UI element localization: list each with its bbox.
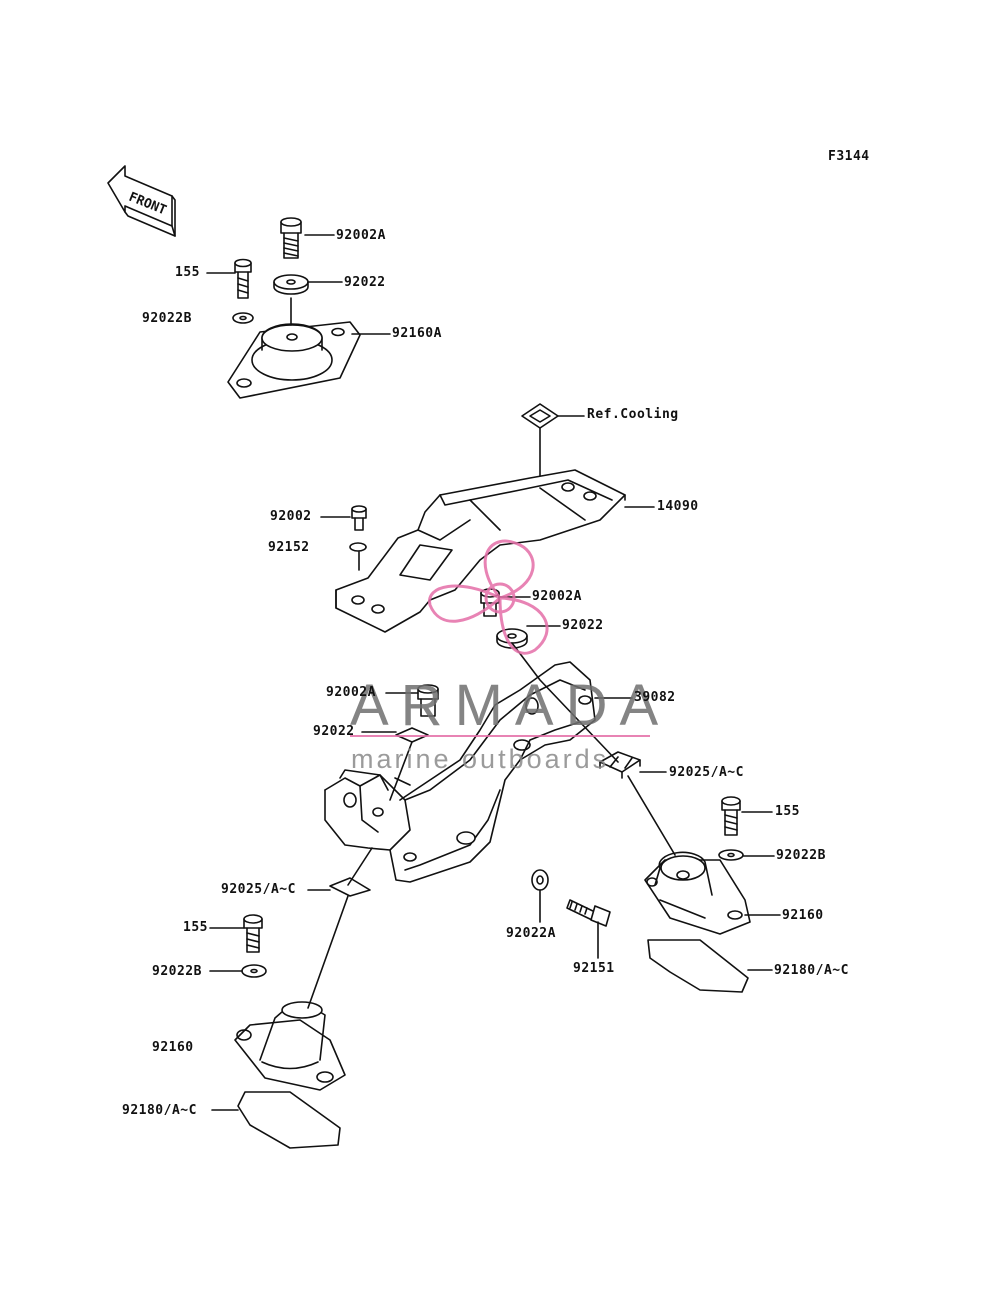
callout-label: 92002A bbox=[532, 589, 582, 604]
shim-92025-left bbox=[329, 877, 371, 897]
callout-label: 92151 bbox=[573, 961, 615, 976]
callout-label: 155 bbox=[183, 920, 208, 935]
front-arrow-icon: FRONT bbox=[107, 165, 176, 237]
callout-label: 92022B bbox=[152, 964, 202, 979]
callout-label: Ref.Cooling bbox=[587, 407, 679, 422]
bolt-155-top bbox=[234, 258, 252, 299]
callout-label: 92022 bbox=[562, 618, 604, 633]
bolt-92151 bbox=[566, 899, 611, 927]
engine-mount-92160-right bbox=[644, 851, 751, 935]
bolt-92002a-top bbox=[280, 217, 302, 259]
callout-label: 92002A bbox=[326, 685, 376, 700]
watermark-subtitle: marine outboards bbox=[351, 744, 610, 774]
washer-92022b-left bbox=[241, 964, 267, 978]
bolt-92002 bbox=[351, 505, 367, 531]
engine-bed-39082 bbox=[324, 661, 596, 883]
callout-label: 92022B bbox=[142, 311, 192, 326]
watermark-title: ARMADA bbox=[350, 673, 671, 738]
bolt-155-right bbox=[721, 796, 741, 836]
callout-label: 39082 bbox=[634, 690, 676, 705]
bolt-92002a-left bbox=[417, 684, 439, 717]
callout-label: 92180/A~C bbox=[774, 963, 849, 978]
callout-label: 92002 bbox=[270, 509, 312, 524]
washer-92022b-right bbox=[718, 849, 744, 861]
callout-label: 92022A bbox=[506, 926, 556, 941]
callout-label: 92160 bbox=[152, 1040, 194, 1055]
callout-label: 92022B bbox=[776, 848, 826, 863]
callout-label: 92160A bbox=[392, 326, 442, 341]
callout-label: 155 bbox=[175, 265, 200, 280]
gasket-92180-left bbox=[237, 1091, 341, 1149]
washer-92022-top bbox=[273, 274, 309, 290]
washer-92152 bbox=[349, 542, 367, 552]
callout-label: 92022 bbox=[344, 275, 386, 290]
engine-mount-92160-left bbox=[234, 1001, 346, 1091]
callout-label: 92160 bbox=[782, 908, 824, 923]
bracket-14090 bbox=[335, 469, 626, 633]
callout-label: 14090 bbox=[657, 499, 699, 514]
callout-label: 155 bbox=[775, 804, 800, 819]
callout-label: 92025/A~C bbox=[221, 882, 296, 897]
engine-mount-92160a bbox=[227, 297, 361, 399]
figure-code: F3144 bbox=[828, 149, 870, 164]
callout-label: 92022 bbox=[313, 724, 355, 739]
callout-label: 92025/A~C bbox=[669, 765, 744, 780]
bolt-155-left bbox=[243, 914, 263, 953]
propeller-logo-icon bbox=[428, 539, 549, 655]
callout-label: 92002A bbox=[336, 228, 386, 243]
callout-label: 92152 bbox=[268, 540, 310, 555]
washer-92022-mid bbox=[496, 628, 528, 644]
gasket-92180-right bbox=[647, 939, 749, 993]
callout-label: 92180/A~C bbox=[122, 1103, 197, 1118]
washer-92022a bbox=[531, 869, 549, 891]
